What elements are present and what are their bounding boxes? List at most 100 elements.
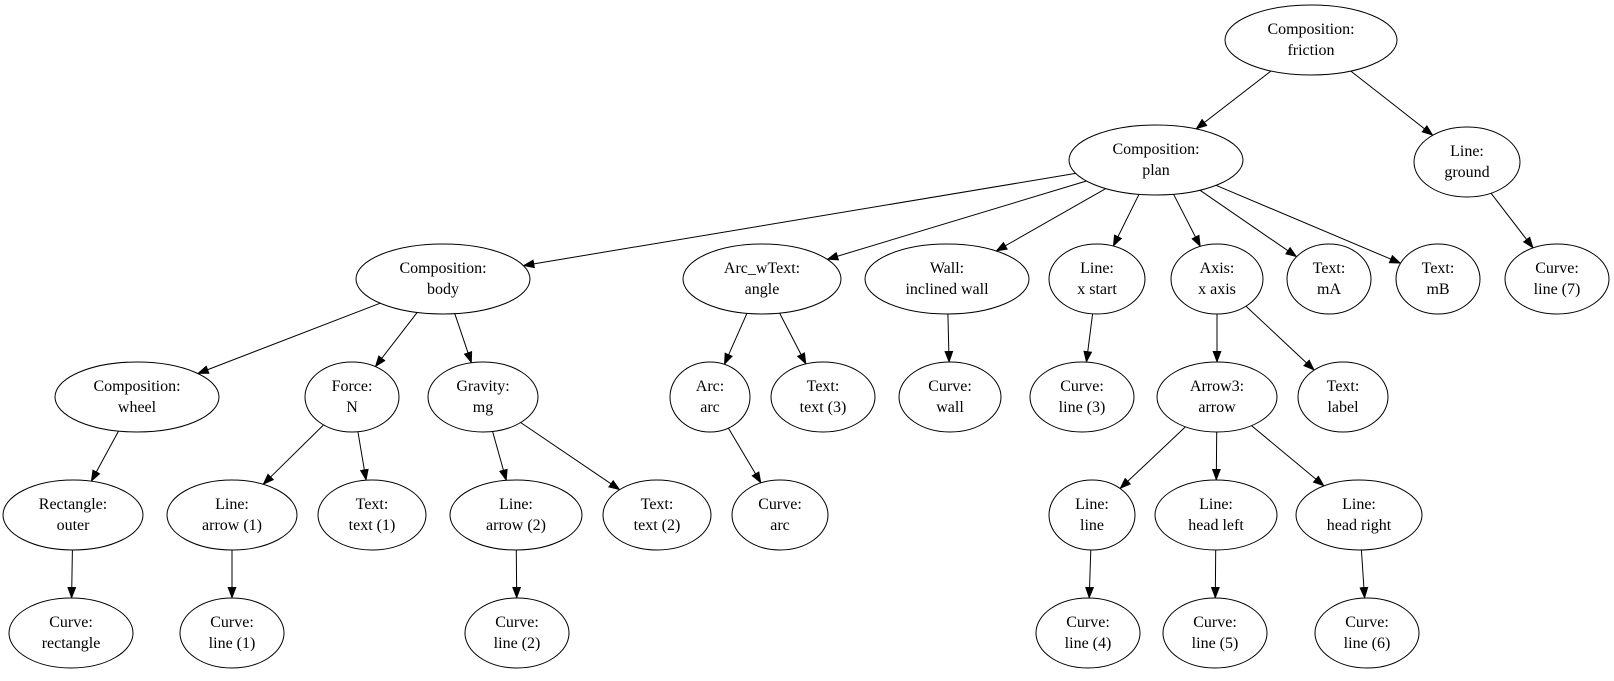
node-label-angle: Arc_wText:angle [724,260,800,298]
node-label-type: Curve: [928,378,972,395]
node-line4: Curve:line (4) [1035,597,1141,669]
node-label-type: Line: [1075,496,1109,513]
node-label-arrow1: Line: arrow (1) [202,496,262,534]
node-label: Text:label [1297,361,1389,433]
edge-angle-to-arc [723,313,748,366]
node-label-mA: Text:mA [1313,260,1346,298]
node-ellipse-headleft [1154,479,1278,551]
node-label-name: text (2) [634,517,681,534]
node-label-type: Arc: [696,378,724,395]
node-ellipse-angle [682,243,842,315]
node-ground: Line:ground [1413,126,1521,198]
node-arrow2: Line:arrow (2) [449,479,583,551]
node-outer: Rectangle: outer [2,479,144,551]
node-label-lineline: Line: line [1075,496,1109,534]
node-label-name: line (3) [1059,399,1106,416]
edge-wall-to-curvewall [944,313,954,363]
node-label-line3: Curve:line (3) [1059,378,1106,416]
edge-wheel-to-outer [90,430,119,483]
node-label-type: Text: [1313,260,1346,277]
node-ellipse-plan [1068,124,1244,196]
node-ellipse-ground [1413,126,1521,198]
node-headleft: Line:head left [1154,479,1278,551]
node-label-name: outer [57,517,91,534]
node-label-name: inclined wall [905,281,989,298]
node-rect: Curve:rectangle [8,597,134,669]
edge-arc-to-curvearc [727,427,762,484]
node-label-text2: Text: text (2) [634,496,681,534]
edge-gravity-to-arrow2 [492,431,508,482]
node-label-name: arc [770,517,790,534]
node-label-forceN: Force:N [332,378,373,416]
node-label-type: Composition: [1112,141,1199,158]
node-label-name: text (3) [800,399,847,416]
edge-plan-to-body [522,172,1076,269]
node-label-rect: Curve:rectangle [42,614,101,652]
node-label-type: Rectangle: [39,496,107,513]
node-ellipse-line4 [1035,597,1141,669]
node-ellipse-line1 [179,597,285,669]
node-ellipse-forceN [304,361,400,433]
node-label-name: line [1080,517,1104,534]
node-arrow3: Arrow3: arrow [1156,361,1278,433]
node-label-type: Line: [215,496,249,513]
edge-friction-to-ground [1350,70,1434,136]
node-ellipse-mA [1286,243,1372,315]
node-arrow1: Line: arrow (1) [166,479,298,551]
node-ellipse-line3 [1029,361,1135,433]
node-label-name: mg [473,399,493,416]
node-mB: Text:mB [1395,243,1481,315]
node-label-name: line (1) [209,635,256,652]
node-label-type: Line: [499,496,533,513]
node-line6: Curve:line (6) [1314,597,1420,669]
node-label-name: arrow (1) [202,517,262,534]
edge-forceN-to-text1 [357,431,369,482]
edge-angle-to-text3 [779,312,807,365]
node-ellipse-outer [2,479,144,551]
node-ellipse-arrow2 [449,479,583,551]
node-angle: Arc_wText:angle [682,243,842,315]
node-label-name: line (7) [1534,281,1581,298]
node-ellipse-text1 [317,479,427,551]
node-label-type: Text: [356,496,389,513]
node-label-name: arrow [1198,399,1236,416]
node-label-name: x axis [1198,281,1236,298]
edge-headright-to-line6 [1359,549,1369,599]
node-curvewall: Curve:wall [898,361,1002,433]
node-label-type: Curve: [1535,260,1579,277]
node-label-name: text (1) [349,517,396,534]
node-label-type: Curve: [1066,614,1110,631]
node-ellipse-body [355,243,531,315]
node-label-arrow3: Arrow3: arrow [1190,378,1244,416]
node-label-type: Text: [807,378,840,395]
node-label-type: Text: [641,496,674,513]
node-ellipse-xstart [1048,243,1146,315]
edge-friction-to-plan [1195,70,1272,130]
node-label-curvewall: Curve:wall [928,378,972,416]
node-label-name: line (5) [1192,635,1239,652]
node-ellipse-line5 [1162,597,1268,669]
node-label-name: line (6) [1344,635,1391,652]
node-label-name: label [1327,399,1359,416]
node-body: Composition:body [355,243,531,315]
edge-forceN-to-arrow1 [262,424,324,486]
node-label-name: rectangle [42,635,101,652]
edge-xaxis-to-label [1245,305,1315,371]
node-line2: Curve:line (2) [464,597,570,669]
node-label-type: Arrow3: [1190,378,1244,395]
node-ellipse-line7 [1504,243,1610,315]
node-label-name: wheel [118,399,157,416]
node-ellipse-curvearc [731,479,829,551]
node-xstart: Line: x start [1048,243,1146,315]
node-ellipse-rect [8,597,134,669]
node-label-wall: Wall:inclined wall [905,260,989,298]
edge-gravity-to-text2 [520,422,621,491]
node-label-name: head right [1327,517,1392,534]
node-label-type: Line: [1080,260,1114,277]
edge-plan-to-mB [1215,184,1402,264]
node-xaxis: Axis:x axis [1170,243,1264,315]
node-label-line7: Curve: line (7) [1534,260,1581,298]
node-label-name: x start [1077,281,1117,298]
